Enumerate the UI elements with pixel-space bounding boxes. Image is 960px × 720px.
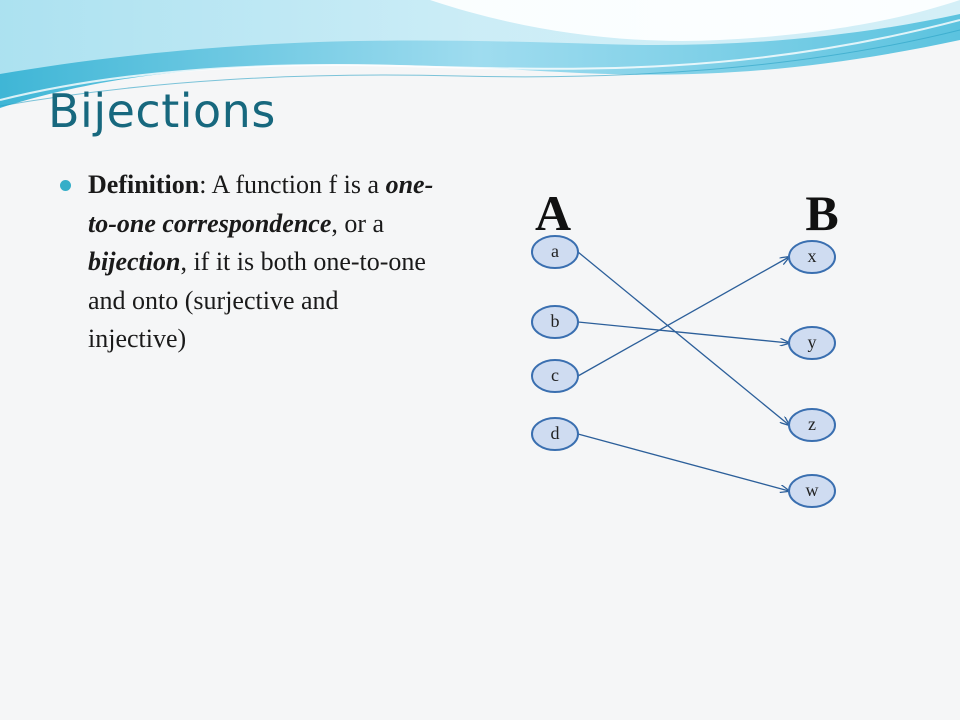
- term-bijection: bijection: [88, 247, 181, 276]
- codomain-element-y-ellipse: [788, 326, 836, 360]
- domain-element-d-ellipse: [531, 417, 579, 451]
- definition-term: Definition: [88, 170, 200, 199]
- definition-text-2: , or a: [331, 208, 385, 238]
- mapping-arrows: [577, 251, 789, 491]
- arrow-b-to-y: [577, 321, 789, 343]
- domain-element-a-ellipse: [531, 235, 579, 269]
- set-b-label: B: [805, 185, 838, 241]
- domain-element-c: c: [531, 359, 579, 393]
- codomain-element-y: y: [788, 326, 836, 360]
- codomain-element-z-ellipse: [788, 408, 836, 442]
- definition-text-1: : A function f is a: [199, 170, 386, 199]
- bullet-dot-icon: [60, 180, 71, 191]
- domain-element-c-label: c: [551, 365, 559, 385]
- codomain-element-w-label: w: [806, 480, 819, 500]
- codomain-element-x-label: x: [808, 246, 817, 266]
- term-one-to-one-correspondence: one-to-one correspondence: [88, 170, 434, 238]
- codomain-element-w-ellipse: [788, 474, 836, 508]
- domain-element-a: a: [531, 235, 579, 269]
- arrow-d-to-w: [577, 433, 789, 491]
- codomain-element-x-ellipse: [788, 240, 836, 274]
- set-elements: a b c d x y z w: [531, 235, 836, 508]
- codomain-element-w: w: [788, 474, 836, 508]
- arrow-a-to-z: [577, 251, 789, 425]
- domain-element-c-ellipse: [531, 359, 579, 393]
- header-wave-decoration: [0, 0, 960, 108]
- arrow-c-to-x: [577, 257, 789, 377]
- domain-element-b-label: b: [551, 311, 560, 331]
- domain-element-d: d: [531, 417, 579, 451]
- slide-title: Bijections: [48, 84, 276, 138]
- codomain-element-x: x: [788, 240, 836, 274]
- codomain-element-z-label: z: [808, 414, 816, 434]
- codomain-element-y-label: y: [808, 332, 817, 352]
- domain-element-a-label: a: [551, 241, 559, 261]
- domain-element-b-ellipse: [531, 305, 579, 339]
- domain-element-d-label: d: [551, 423, 560, 443]
- definition-bullet: Definition: A function f is a one-to-one…: [60, 166, 440, 359]
- codomain-element-z: z: [788, 408, 836, 442]
- set-a-label: A: [535, 185, 571, 241]
- definition-text-3: , if it is both one-to-one and onto (sur…: [88, 247, 426, 353]
- definition-text: Definition: A function f is a one-to-one…: [88, 166, 440, 359]
- domain-element-b: b: [531, 305, 579, 339]
